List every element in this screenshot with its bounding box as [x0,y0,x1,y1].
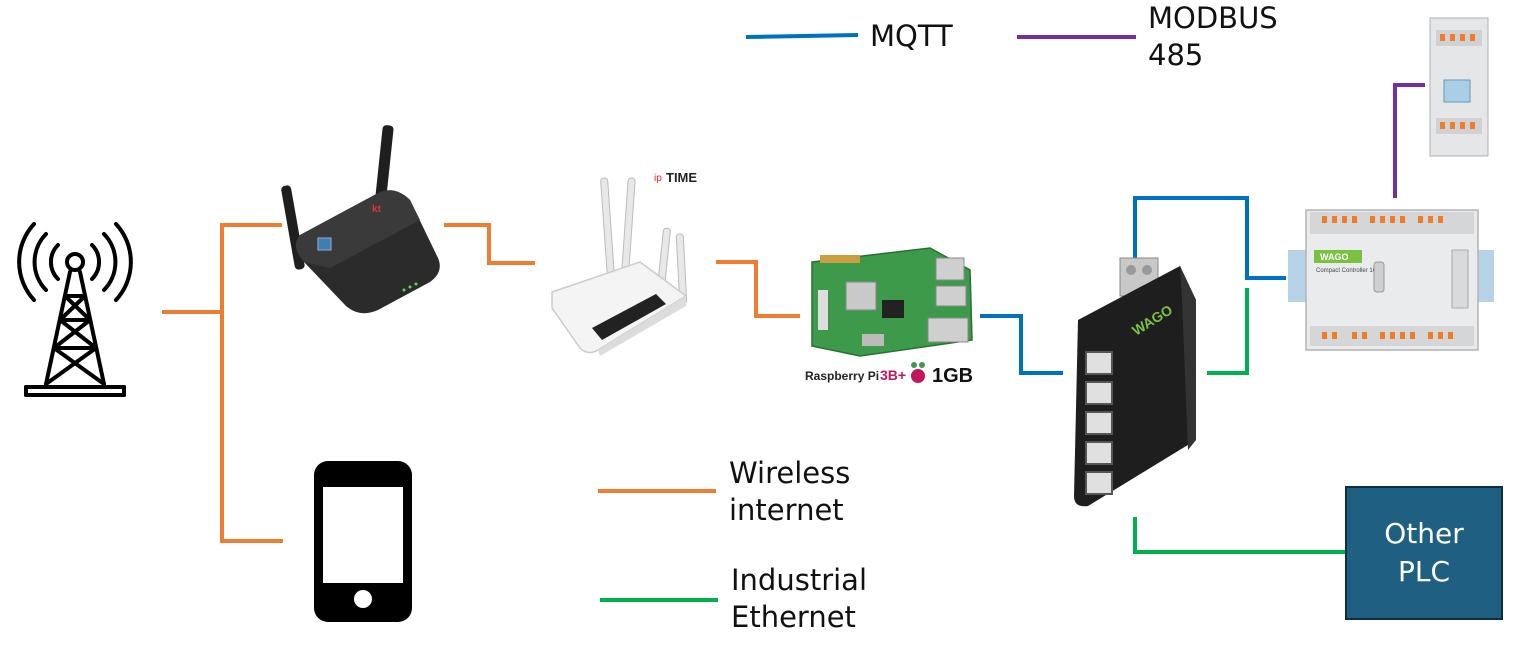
cell-tower-icon [17,222,133,397]
legend-ethernet-label: Industrial Ethernet [731,563,868,634]
raspberry-pi-icon: Raspberry Pi 3B+ 1GB [805,247,973,387]
energy-meter-icon [1429,17,1489,157]
raspberry-version-label: 3B+ [880,367,906,383]
lte-to-wifi-router-line [444,223,535,265]
hub-to-lte-router-line [220,223,282,312]
legend-modbus-label: MODBUS 485 [1148,1,1278,72]
raspberry-model-label: Raspberry Pi [805,369,879,383]
svg-text:kt: kt [372,204,382,215]
wireless-connections [162,223,800,543]
legend-mqtt-swatch [745,33,859,39]
switch-to-other-plc-line [1133,517,1345,554]
switch-to-controller-line [1133,196,1286,280]
raspberry-to-switch-line [980,314,1063,375]
wago-controller-icon: WAGO Compact Controller 100 [1288,209,1494,351]
wifi-to-raspberry-line [716,260,800,318]
wifi-router-icon: ip TIME [551,170,697,356]
controller-brand-label: WAGO [1320,252,1349,262]
smartphone-icon [314,461,412,622]
raspberry-logo-icon [911,362,925,383]
controller-to-meter-line [1393,83,1425,198]
controller-title-label: Compact Controller 100 [1316,268,1380,274]
svg-text:TIME: TIME [666,170,697,185]
ethernet-switch-icon: WAGO [1074,257,1196,507]
other-plc-box: Other PLC [1345,486,1503,620]
hub-to-phone-line [220,312,283,543]
switch-to-controller-ethernet-line [1207,288,1249,375]
ethernet-connections [1133,288,1345,554]
lte-router-icon: kt [281,125,440,314]
modbus-connections [1393,83,1425,198]
mqtt-connections [980,196,1286,375]
legend-wireless-label: Wireless internet [729,456,851,527]
legend-mqtt-label: MQTT [870,19,953,53]
svg-text:ip: ip [654,173,662,184]
raspberry-memory-label: 1GB [932,365,973,387]
